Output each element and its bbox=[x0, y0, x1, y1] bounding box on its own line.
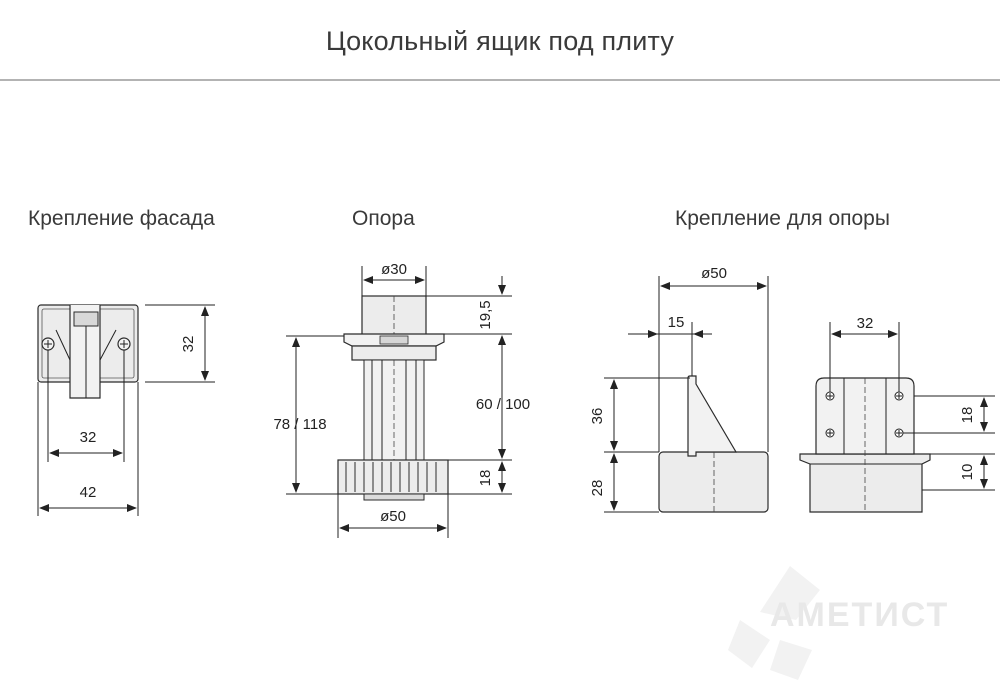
dim-support-base-height: 18 bbox=[477, 470, 494, 487]
facade-mount-drawing: 32 32 42 bbox=[37, 304, 215, 516]
dim-mount-diameter: ø50 bbox=[701, 265, 727, 282]
header-divider bbox=[0, 79, 1000, 81]
dim-support-total-height: 78 / 118 bbox=[273, 416, 326, 433]
support-mount-side-drawing: ø50 15 36 28 bbox=[589, 265, 769, 513]
dim-mount-offset: 15 bbox=[668, 314, 685, 331]
section-title-facade: Крепление фасада bbox=[28, 207, 215, 230]
support-mount-front-drawing: 32 18 10 bbox=[799, 315, 995, 513]
dim-support-top-diameter: ø30 bbox=[381, 261, 407, 278]
dim-mount-lower-height: 28 bbox=[589, 480, 606, 497]
dim-facade-width: 42 bbox=[80, 484, 97, 501]
watermark-logo-icon bbox=[728, 566, 820, 680]
dim-mount-holes-width: 32 bbox=[857, 315, 874, 332]
dim-mount-holes-height: 18 bbox=[959, 407, 976, 424]
section-title-support: Опора bbox=[352, 207, 415, 230]
dim-facade-inner-width: 32 bbox=[80, 429, 97, 446]
dim-support-base-diameter: ø50 bbox=[380, 508, 406, 525]
dim-mount-rim-height: 10 bbox=[959, 464, 976, 481]
support-drawing: ø30 19,5 60 / 100 18 78 / 118 ø50 bbox=[273, 261, 530, 538]
dim-mount-upper-height: 36 bbox=[589, 408, 606, 425]
page-title: Цокольный ящик под плиту bbox=[325, 26, 675, 56]
watermark-brand: АМЕТИСТ bbox=[770, 596, 950, 634]
dim-facade-height: 32 bbox=[180, 336, 197, 353]
section-title-support-mount: Крепление для опоры bbox=[675, 207, 890, 230]
dim-support-middle-height: 60 / 100 bbox=[476, 396, 530, 413]
dim-support-top-height: 19,5 bbox=[477, 300, 494, 329]
